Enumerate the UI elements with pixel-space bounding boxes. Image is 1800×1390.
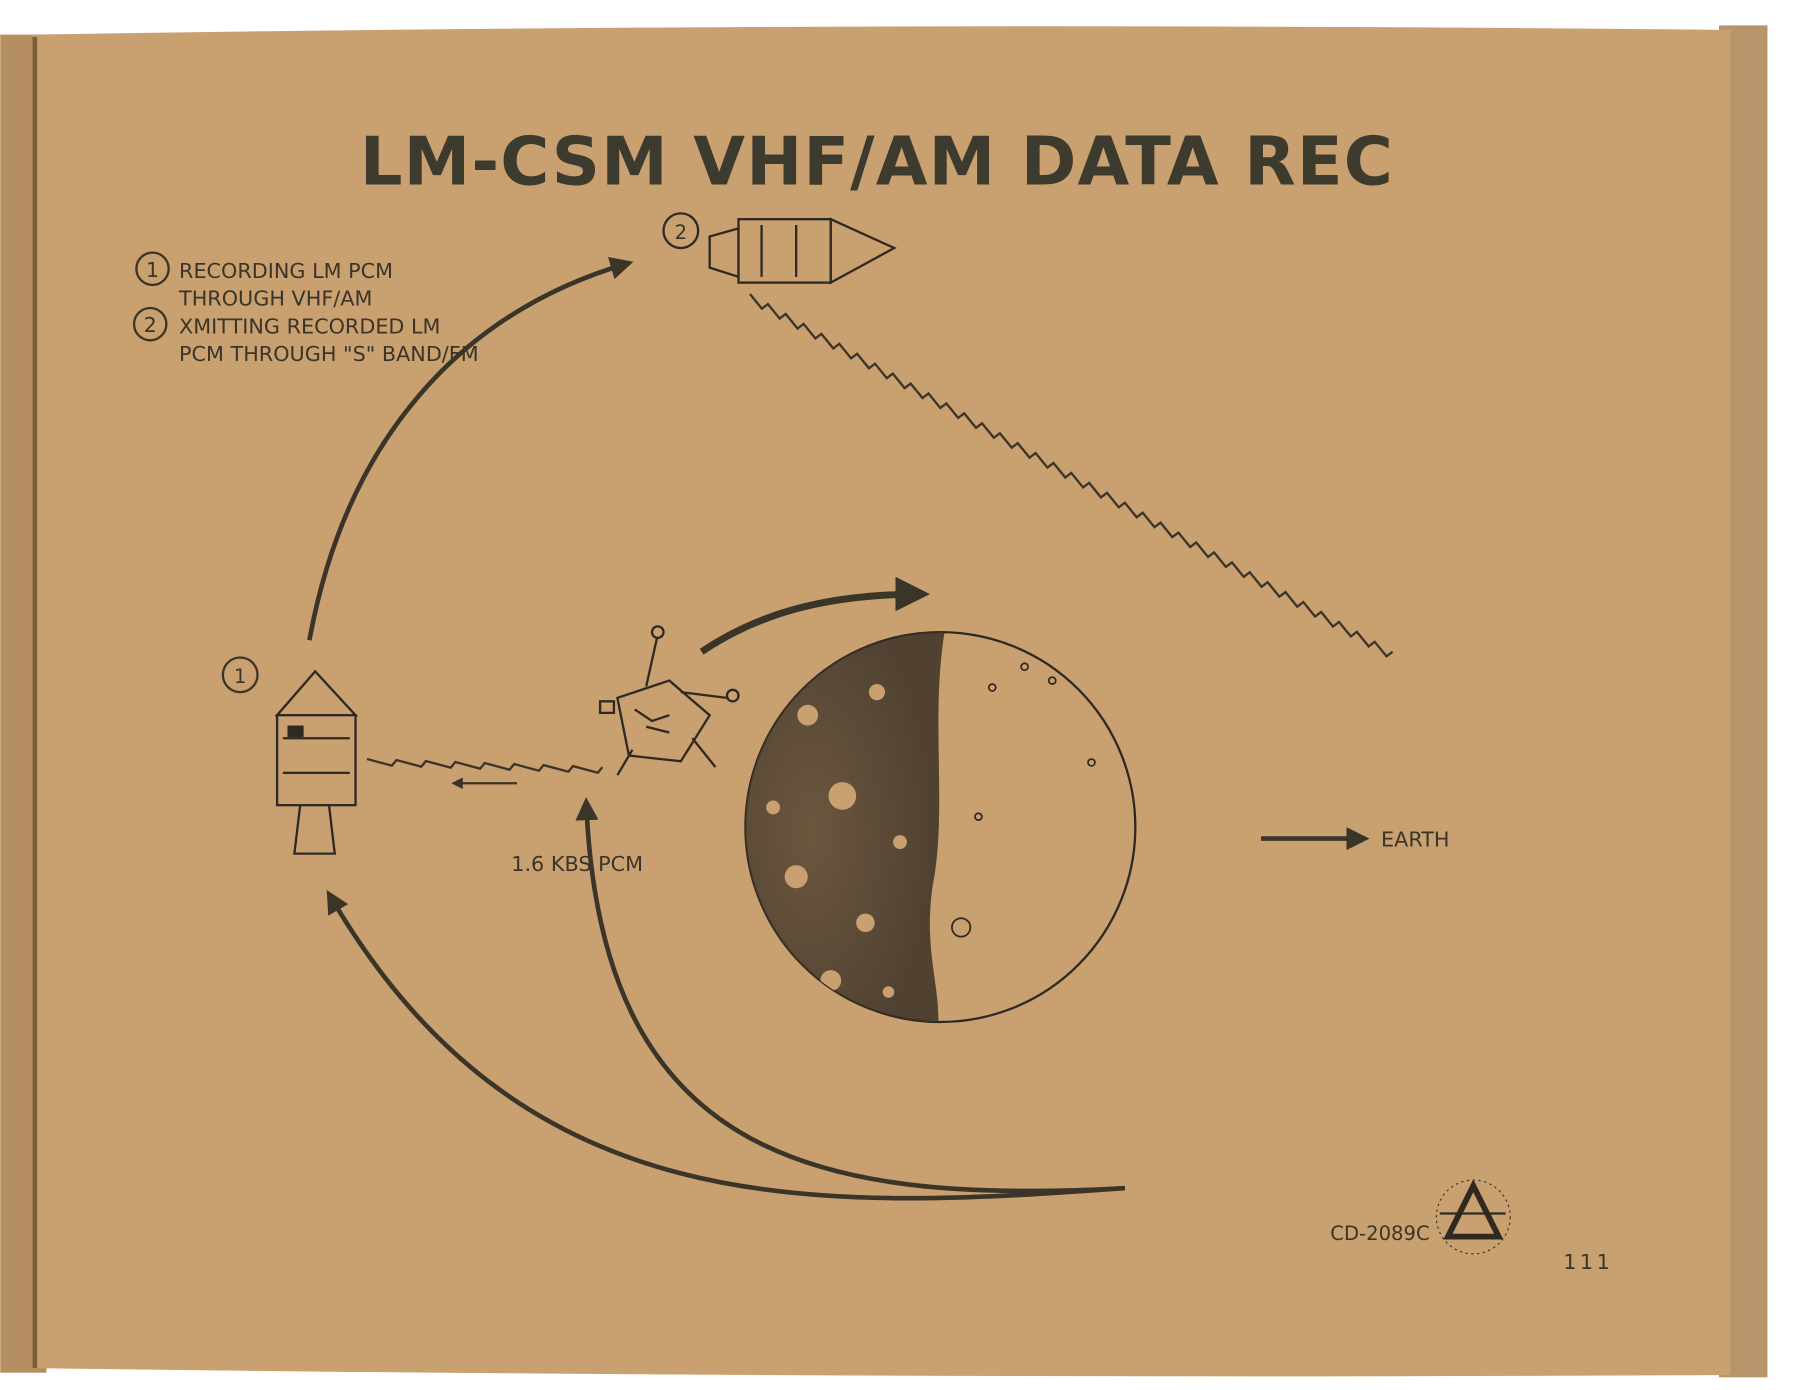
- lm-orbit-arrow: [699, 576, 930, 655]
- orbit-arrow-to-csm: [326, 889, 1126, 1201]
- page-title: LM-CSM VHF/AM DATA REC: [360, 123, 1394, 201]
- legend: 1 RECORDING LM PCM THROUGH VHF/AM 2 XMIT…: [132, 251, 479, 366]
- legend-item-1-line-2: THROUGH VHF/AM: [178, 287, 372, 311]
- moon-icon: [744, 630, 1137, 1024]
- document-code: CD-2089C: [1330, 1222, 1429, 1245]
- orbit-arrow-to-lm: [575, 797, 1126, 1194]
- legend-number-2: 2: [144, 313, 157, 337]
- csm-position-1-icon: [274, 669, 359, 855]
- orbit-arrow-to-position-2: [307, 257, 634, 641]
- vhf-am-signal: [366, 757, 604, 775]
- page-number: 111: [1563, 1250, 1613, 1274]
- legend-item-2-line-2: PCM THROUGH "S" BAND/FM: [179, 342, 479, 366]
- position-1-label: 1: [234, 665, 246, 688]
- csm-position-2-icon: [662, 212, 897, 285]
- data-rate-label: 1.6 KBS PCM: [511, 852, 643, 876]
- legend-item-2-line-1: XMITTING RECORDED LM: [179, 314, 440, 338]
- position-2-label: 2: [675, 221, 687, 244]
- earth-label: EARTH: [1381, 828, 1450, 852]
- legend-number-1: 1: [146, 258, 159, 282]
- legend-item-1-line-1: RECORDING LM PCM: [179, 259, 393, 283]
- apollo-logistics-training-logo: [1435, 1179, 1511, 1255]
- lunar-module-icon: [598, 625, 740, 776]
- s-band-signal: [749, 293, 1394, 658]
